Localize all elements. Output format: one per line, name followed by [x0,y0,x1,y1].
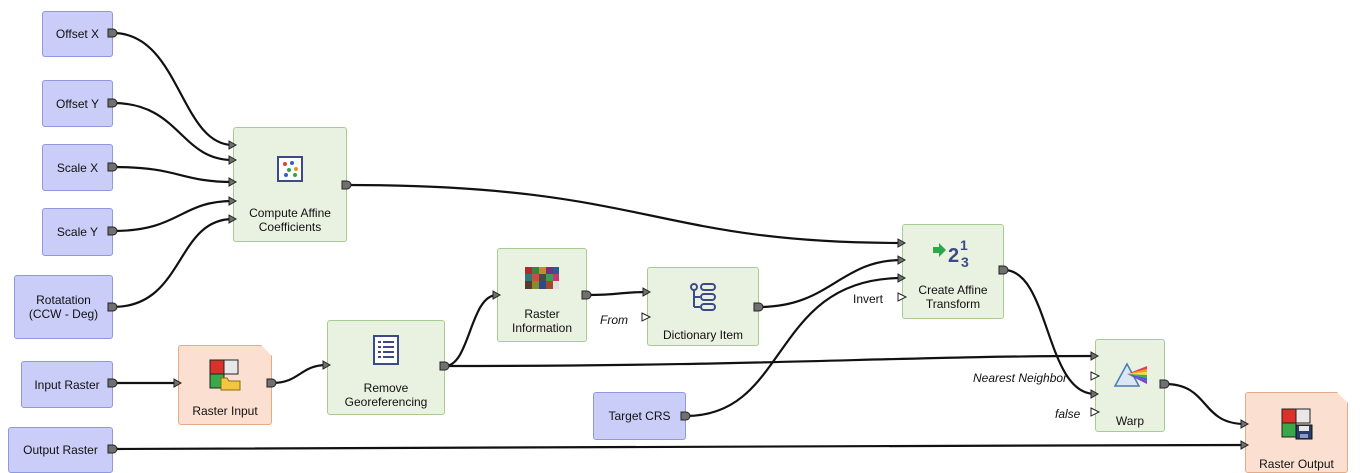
remove-label-line2: Georeferencing [344,395,428,409]
create-affine-label: Create Affine Transform [903,283,1003,311]
list-document-icon [373,335,399,365]
target-crs-input[interactable]: Target CRS [593,392,686,440]
raster-open-icon [208,358,242,392]
color-grid-icon [525,267,559,289]
target-crs-label: Target CRS [608,409,671,423]
raster-save-icon [1280,407,1314,441]
scale-x-label: Scale X [56,160,99,175]
from-port-label: From [600,313,628,327]
edge-rotation-compute [112,217,234,309]
rotation-input[interactable]: Rotatation (CCW - Deg) [14,275,113,339]
raster-info-label-line2: Information [511,321,573,335]
edge-warp-rasteroutput [1164,382,1246,426]
create-affine-label-line1: Create Affine [918,283,988,297]
rotation-label-line1: Rotatation [36,293,91,307]
edge-remove-rasterinfo [444,293,498,368]
scale-y-label: Scale Y [56,225,99,239]
edge-targetcrs-create [685,276,903,418]
edge-rasterinfo-dictionary [586,290,648,297]
svg-text:1: 1 [960,237,968,253]
rotation-label: Rotatation (CCW - Deg) [15,293,112,321]
edge-outputraster-rasteroutput [112,443,1246,451]
prism-warp-icon [1113,362,1147,387]
edge-rasterinput-remove [271,363,328,385]
edge-compute-create [346,183,903,245]
edge-dictionary-create [758,258,903,309]
create-affine-transform-node[interactable]: 2 1 3 Create Affine Transform [902,224,1004,319]
connections [112,31,1246,451]
svg-text:2: 2 [948,245,959,267]
tree-structure-icon [690,283,716,311]
remove-label-line1: Remove [363,381,409,395]
input-raster-label: Input Raster [34,377,100,392]
raster-information-label: Raster Information [498,307,586,335]
remove-georeferencing-node[interactable]: Remove Georeferencing [327,320,445,415]
compute-affine-coefficients-node[interactable]: Compute Affine Coefficients [233,127,347,242]
rotation-label-line2: (CCW - Deg) [28,307,99,321]
scatter-plot-icon [277,156,303,182]
input-raster-input[interactable]: Input Raster [21,361,113,408]
warp-label: Warp [1115,414,1145,428]
output-raster-input[interactable]: Output Raster [8,427,113,473]
remove-georeferencing-label: Remove Georeferencing [328,381,444,409]
warp-node[interactable]: Warp [1095,339,1165,432]
svg-text:3: 3 [961,254,969,269]
edge-scaley-compute [112,199,234,233]
raster-input-node[interactable]: Raster Input [178,345,272,425]
edge-scalex-compute [112,165,234,184]
edge-create-warp [1003,268,1096,396]
create-affine-label-line2: Transform [925,297,981,311]
raster-information-node[interactable]: Raster Information [497,248,587,342]
invert-port-label: Invert [853,292,884,306]
dictionary-item-node[interactable]: Dictionary Item [647,267,759,346]
nearest-neighbor-port-label: Nearest Neighbor [973,371,1068,385]
offset-y-label: Offset Y [56,96,99,111]
raster-output-label: Raster Output [1259,457,1334,471]
number-sequence-icon: 2 1 3 [933,237,969,269]
offset-x-label: Offset X [55,27,100,41]
compute-affine-label-line2: Coefficients [258,220,322,234]
raster-info-label-line1: Raster [524,307,560,321]
compute-affine-label: Compute Affine Coefficients [234,206,346,234]
raster-output-node[interactable]: Raster Output [1245,392,1348,473]
false-port-label: false [1055,407,1081,421]
edge-remove-warp [444,354,1096,368]
edge-offsety-compute [112,101,234,162]
scale-x-input[interactable]: Scale X [42,144,113,191]
offset-y-input[interactable]: Offset Y [42,80,113,127]
compute-affine-label-line1: Compute Affine [249,206,331,220]
offset-x-input[interactable]: Offset X [42,11,113,57]
raster-input-label: Raster Input [192,404,258,418]
edge-offsetx-compute [112,31,234,147]
dictionary-item-label: Dictionary Item [662,328,744,342]
scale-y-input[interactable]: Scale Y [42,208,113,256]
output-raster-label: Output Raster [23,443,98,457]
